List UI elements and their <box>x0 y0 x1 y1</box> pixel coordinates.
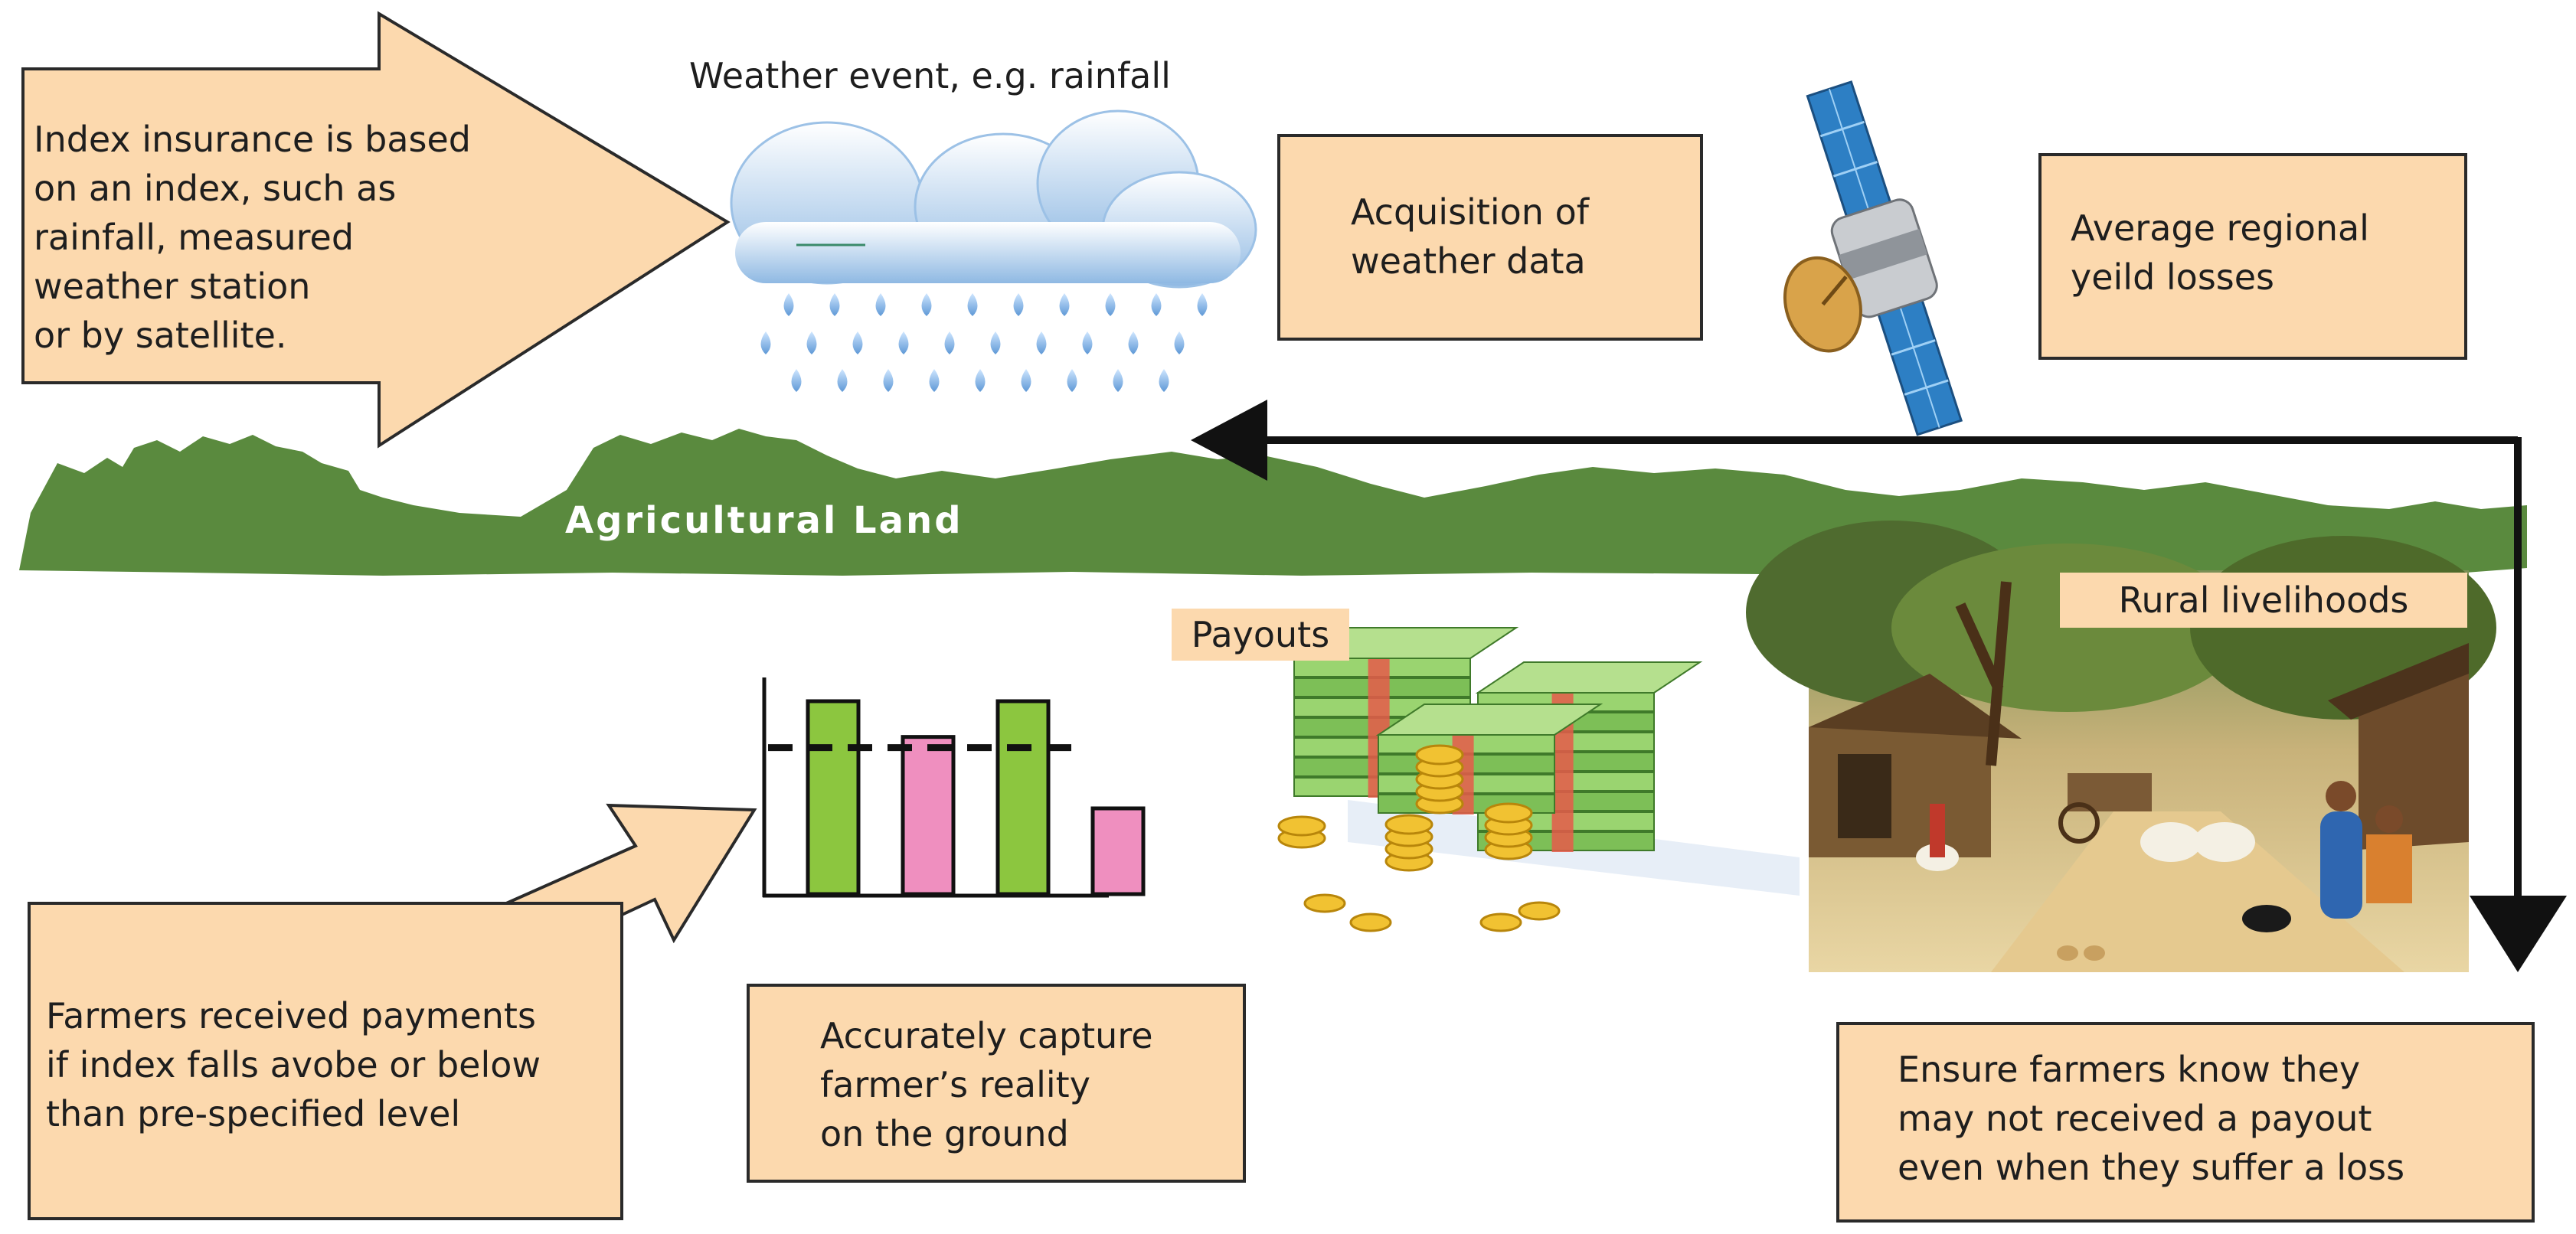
money-stack-icon <box>1277 627 1800 932</box>
threshold-bar-chart <box>762 677 1146 898</box>
accurately-capture-box: Accurately capture farmer’s reality on t… <box>747 984 1246 1183</box>
weather-event-label: Weather event, e.g. rainfall <box>689 55 1171 96</box>
feedback-arrow <box>1191 400 2567 972</box>
big-right-arrow <box>21 11 731 449</box>
average-losses-text: Average regional yeild losses <box>2071 207 2369 298</box>
average-losses-box: Average regional yeild losses <box>2038 153 2467 360</box>
index-insurance-text: Index insurance is based on an index, su… <box>34 119 472 356</box>
agricultural-land-label: Agricultural Land <box>565 499 963 542</box>
acquisition-box: Acquisition of weather data <box>1277 134 1703 341</box>
farmers-payments-box: Farmers received payments if index falls… <box>28 902 623 1220</box>
acquisition-text: Acquisition of weather data <box>1351 191 1589 282</box>
chart-bar-1 <box>806 699 861 896</box>
chart-bar-2 <box>901 735 956 896</box>
chart-bar-4 <box>1090 806 1146 896</box>
payouts-label: Payouts <box>1172 609 1349 661</box>
ensure-farmers-box: Ensure farmers know they may not receive… <box>1836 1022 2535 1223</box>
cloud-rain-icon <box>730 109 1257 392</box>
chart-bar-3 <box>995 699 1051 896</box>
ensure-farmers-text: Ensure farmers know they may not receive… <box>1898 1049 2405 1188</box>
farmers-payments-text: Farmers received payments if index falls… <box>46 995 541 1134</box>
accurately-capture-text: Accurately capture farmer’s reality on t… <box>820 1015 1153 1154</box>
satellite-icon <box>1783 80 1963 436</box>
rural-livelihoods-label: Rural livelihoods <box>2060 573 2467 628</box>
village-scene-icon <box>1746 521 2496 972</box>
